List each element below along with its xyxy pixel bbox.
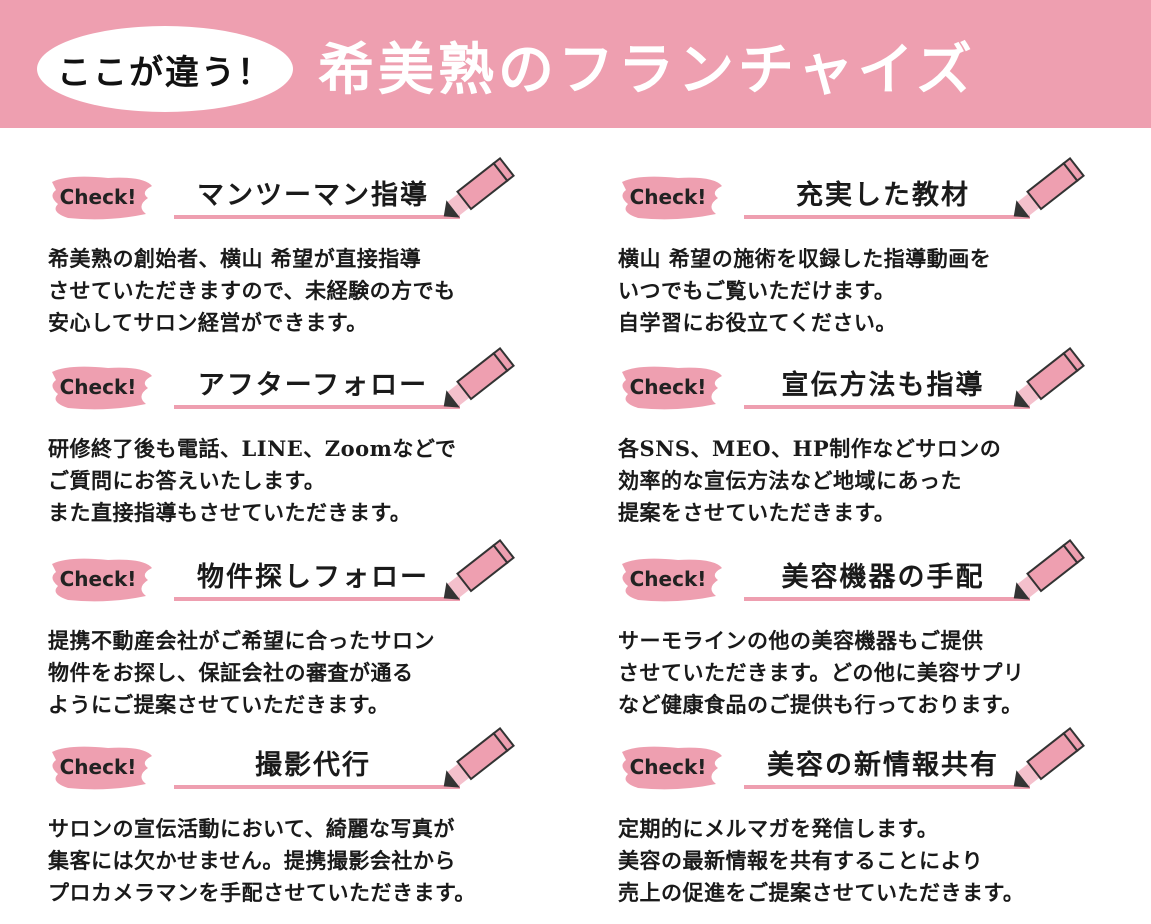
pencil-icon — [1013, 156, 1085, 218]
check-badge: Check! — [618, 362, 726, 412]
card-body: サーモラインの他の美容機器もご提供 させていただきます。どの他に美容サプリ など… — [618, 625, 1118, 721]
body-line: サーモラインの他の美容機器もご提供 — [618, 628, 984, 653]
card-title: マンツーマン指導 — [197, 180, 429, 211]
body-line: いつでもご覧いただけます。 — [618, 278, 896, 303]
card-title: 美容機器の手配 — [781, 562, 985, 593]
check-label: Check! — [59, 755, 137, 779]
card-title: 充実した教材 — [796, 180, 970, 211]
body-line: 各SNS、MEO、HP制作などサロンの — [618, 436, 1002, 461]
title-underline — [744, 215, 1030, 219]
check-badge: Check! — [618, 172, 726, 222]
feature-card-5: Check! 物件探しフォロー 提携不動産会社がご希望に合ったサロン 物件をお探… — [48, 537, 548, 717]
body-line: ようにご提案させていただきます。 — [48, 692, 390, 717]
body-line: 定期的にメルマガを発信します。 — [618, 816, 939, 841]
check-label: Check! — [629, 567, 707, 591]
card-title: 物件探しフォロー — [197, 562, 429, 593]
feature-card-8: Check! 美容の新情報共有 定期的にメルマガを発信します。 美容の最新情報を… — [618, 725, 1118, 905]
title-underline — [174, 215, 460, 219]
body-line: ご質問にお答えいたします。 — [48, 468, 326, 493]
body-line: させていただきます。どの他に美容サプリ — [618, 660, 1025, 685]
feature-card-6: Check! 美容機器の手配 サーモラインの他の美容機器もご提供 させていただき… — [618, 537, 1118, 717]
pencil-icon — [443, 346, 515, 408]
check-badge: Check! — [618, 742, 726, 792]
header-badge: ここが違う！ — [37, 26, 293, 112]
card-title: 撮影代行 — [255, 750, 371, 781]
pencil-icon — [443, 726, 515, 788]
pencil-icon — [1013, 346, 1085, 408]
check-badge: Check! — [48, 172, 156, 222]
body-line: 提案をさせていただきます。 — [618, 500, 896, 525]
body-line: など健康食品のご提供も行っております。 — [618, 692, 1023, 717]
pencil-icon — [443, 156, 515, 218]
card-body: 研修終了後も電話、LINE、Zoomなどで ご質問にお答えいたします。 また直接… — [48, 433, 548, 529]
check-label: Check! — [59, 375, 137, 399]
check-label: Check! — [629, 375, 707, 399]
body-line: 自学習にお役立てください。 — [618, 310, 897, 335]
body-line: させていただきますので、未経験の方でも — [48, 278, 456, 303]
body-line: 希美熟の創始者、横山 希望が直接指導 — [48, 246, 422, 271]
card-body: 横山 希望の施術を収録した指導動画を いつでもご覧いただけます。 自学習にお役立… — [618, 243, 1118, 339]
body-line: 提携不動産会社がご希望に合ったサロン — [48, 628, 435, 653]
title-underline — [174, 785, 460, 789]
page-title: 希美熟のフランチャイズ — [318, 36, 976, 103]
check-label: Check! — [59, 567, 137, 591]
body-line: 研修終了後も電話、LINE、Zoomなどで — [48, 436, 457, 461]
title-underline — [744, 597, 1030, 601]
check-badge: Check! — [48, 742, 156, 792]
title-underline — [174, 405, 460, 409]
check-label: Check! — [629, 755, 707, 779]
card-title: 美容の新情報共有 — [767, 750, 999, 781]
body-line: サロンの宣伝活動において、綺麗な写真が — [48, 816, 455, 841]
card-body: 提携不動産会社がご希望に合ったサロン 物件をお探し、保証会社の審査が通る ように… — [48, 625, 548, 721]
feature-card-3: Check! アフターフォロー 研修終了後も電話、LINE、Zoomなどで ご質… — [48, 345, 548, 525]
check-badge: Check! — [618, 554, 726, 604]
body-line: 物件をお探し、保証会社の審査が通る — [48, 660, 414, 685]
title-underline — [174, 597, 460, 601]
card-body: 希美熟の創始者、横山 希望が直接指導 させていただきますので、未経験の方でも 安… — [48, 243, 548, 339]
feature-card-2: Check! 充実した教材 横山 希望の施術を収録した指導動画を いつでもご覧い… — [618, 155, 1118, 335]
card-body: サロンの宣伝活動において、綺麗な写真が 集客には欠かせません。提携撮影会社から … — [48, 813, 548, 909]
header-banner: ここが違う！ 希美熟のフランチャイズ — [0, 0, 1151, 128]
body-line: 安心してサロン経営ができます。 — [48, 310, 368, 335]
check-label: Check! — [59, 185, 137, 209]
feature-card-1: Check! マンツーマン指導 希美熟の創始者、横山 希望が直接指導 させていた… — [48, 155, 548, 335]
card-body: 定期的にメルマガを発信します。 美容の最新情報を共有することにより 売上の促進を… — [618, 813, 1118, 909]
check-badge: Check! — [48, 362, 156, 412]
body-line: 美容の最新情報を共有することにより — [618, 848, 984, 873]
check-label: Check! — [629, 185, 707, 209]
pencil-icon — [1013, 726, 1085, 788]
body-line: プロカメラマンを手配させていただきます。 — [48, 880, 476, 905]
body-line: 集客には欠かせません。提携撮影会社から — [48, 848, 456, 873]
feature-card-7: Check! 撮影代行 サロンの宣伝活動において、綺麗な写真が 集客には欠かせま… — [48, 725, 548, 905]
feature-card-4: Check! 宣伝方法も指導 各SNS、MEO、HP制作などサロンの 効率的な宣… — [618, 345, 1118, 525]
card-title: 宣伝方法も指導 — [781, 370, 985, 401]
check-badge: Check! — [48, 554, 156, 604]
title-underline — [744, 785, 1030, 789]
title-underline — [744, 405, 1030, 409]
card-title: アフターフォロー — [197, 370, 429, 401]
body-line: 売上の促進をご提案させていただきます。 — [618, 880, 1025, 905]
pencil-icon — [443, 538, 515, 600]
body-line: また直接指導もさせていただきます。 — [48, 500, 412, 525]
body-line: 横山 希望の施術を収録した指導動画を — [618, 246, 992, 271]
body-line: 効率的な宣伝方法など地域にあった — [618, 468, 962, 493]
card-body: 各SNS、MEO、HP制作などサロンの 効率的な宣伝方法など地域にあった 提案を… — [618, 433, 1118, 529]
pencil-icon — [1013, 538, 1085, 600]
